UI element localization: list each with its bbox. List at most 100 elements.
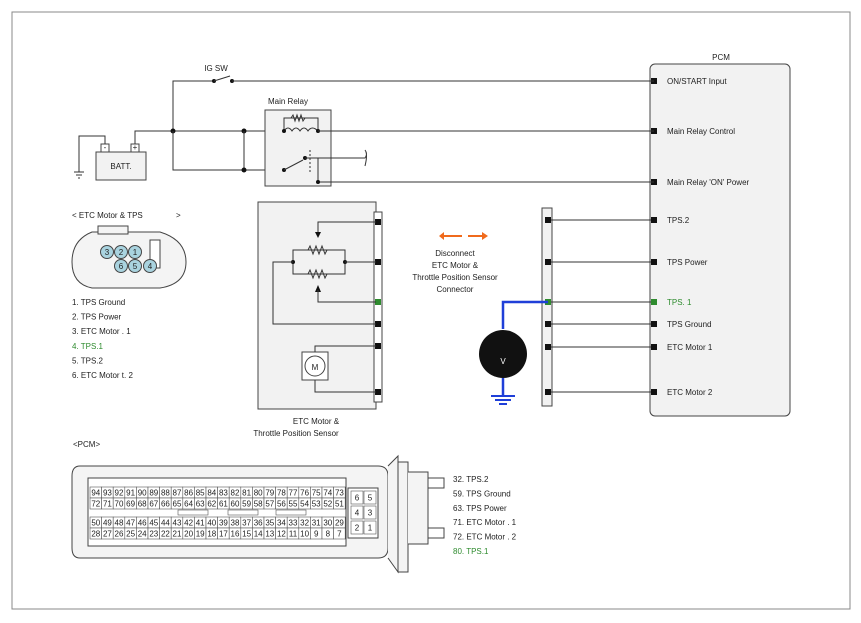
etc-legend-item: 2. TPS Power (72, 313, 122, 322)
pcm-terminal-label: ETC Motor 2 (667, 388, 713, 397)
pcm-power-pin-number: 6 (355, 494, 360, 503)
pcm-pin-number: 71 (103, 500, 112, 509)
pcm-pin-number: 53 (312, 500, 321, 509)
pcm-pin-number: 46 (138, 519, 147, 528)
pcm-pin-number: 15 (242, 530, 251, 539)
pcm-power-pin-number: 3 (368, 509, 373, 518)
pcm-terminal-label: TPS. 1 (667, 298, 692, 307)
sensor-label-2: Throttle Position Sensor (253, 429, 339, 438)
harness-pin (545, 344, 551, 350)
relay-contact (283, 159, 304, 171)
pcm-pin-number: 57 (265, 500, 274, 509)
etc-pin-number: 3 (105, 248, 110, 257)
pcm-pin-number: 80 (254, 489, 263, 498)
pcm-pin-number: 92 (115, 489, 124, 498)
pcm-pin-number: 47 (126, 519, 135, 528)
harness-pin (545, 217, 551, 223)
pcm-pin-number: 28 (91, 530, 100, 539)
pcm-pin-number: 40 (207, 519, 216, 528)
pcm-pin-number: 56 (277, 500, 286, 509)
pcm-pin-cell (333, 527, 346, 540)
pcm-legend-item: 32. TPS.2 (453, 475, 489, 484)
pcm-pin-number: 48 (115, 519, 124, 528)
pcm-pin-number: 35 (265, 519, 274, 528)
pcm-power-pin (350, 520, 364, 535)
main-relay-box (264, 109, 332, 187)
pcm-pin-number: 49 (103, 519, 112, 528)
pcm-pin-number: 19 (196, 530, 205, 539)
pcm-pin-number: 14 (254, 530, 263, 539)
sensor-label-1: ETC Motor & (293, 417, 340, 426)
disconnect-line-3: Throttle Position Sensor (412, 273, 498, 282)
pcm-pin-number: 44 (161, 519, 170, 528)
sensor-pin (375, 389, 381, 395)
pcm-pin-number: 38 (231, 519, 240, 528)
pcm-pin-number: 78 (277, 489, 286, 498)
pcm-pin-number: 86 (184, 489, 193, 498)
pcm-legend-item: 63. TPS Power (453, 504, 507, 513)
pcm-pin-number: 42 (184, 519, 193, 528)
pcm-pin-number: 36 (254, 519, 263, 528)
voltmeter-lead (501, 300, 548, 329)
pcm-pin-number: 50 (91, 519, 100, 528)
pcm-pin-number: 76 (300, 489, 309, 498)
voltmeter (479, 330, 527, 378)
battery (95, 151, 147, 181)
pcm-power-pin (363, 505, 377, 520)
pcm-pin-number: 67 (149, 500, 158, 509)
pcm-pin-number: 82 (231, 489, 240, 498)
pcm-box (649, 63, 791, 417)
pcm-legend-item: 72. ETC Motor . 2 (453, 533, 517, 542)
pcm-pin-number: 79 (265, 489, 274, 498)
pcm-pin-number: 72 (91, 500, 100, 509)
pcm-pin-number: 64 (184, 500, 193, 509)
etc-pin-number: 4 (148, 262, 153, 271)
pcm-pin (651, 344, 657, 350)
etc-sensor-module: M ETC Motor & Throttle Position Sensor (253, 201, 383, 438)
pcm-pin-number: 65 (173, 500, 182, 509)
etc-legend-item: 4. TPS.1 (72, 342, 104, 351)
pcm-pin-cell (333, 497, 346, 510)
pcm-pin-number: 90 (138, 489, 147, 498)
pcm-pin-number: 12 (277, 530, 286, 539)
pcm-pin-number: 81 (242, 489, 251, 498)
pcm-power-pin (363, 490, 377, 505)
pcm-pin (651, 389, 657, 395)
etc-pin (143, 259, 157, 273)
disconnect-line-2: ETC Motor & (432, 261, 479, 270)
pcm-pin (651, 259, 657, 265)
pcm-pin-number: 26 (115, 530, 124, 539)
disconnect-line-1: Disconnect (435, 249, 475, 258)
pcm-power-pin-number: 2 (355, 524, 360, 533)
pcm-pin-number: 85 (196, 489, 205, 498)
pcm-pin-number: 30 (323, 519, 332, 528)
etc-pin-number: 1 (133, 248, 138, 257)
pcm-pin-number: 39 (219, 519, 228, 528)
harness-pin (545, 259, 551, 265)
pcm-pin-number: 59 (242, 500, 251, 509)
pcm-pin-number: 58 (254, 500, 263, 509)
pcm-pin-number: 8 (326, 530, 331, 539)
harness-connector: V (479, 207, 651, 407)
pcm-pin-number: 22 (161, 530, 170, 539)
pcm-pin-number: 63 (196, 500, 205, 509)
pcm-pin-number: 18 (207, 530, 216, 539)
batt-minus: - (104, 143, 107, 152)
pcm-pin (651, 299, 657, 305)
pcm-pin-number: 60 (231, 500, 240, 509)
pcm-pin-number: 94 (91, 489, 100, 498)
sensor-pin (375, 321, 381, 327)
motor-label: M (312, 363, 319, 372)
power-wiring: IG SW BATT. - + Main Relay (74, 64, 654, 187)
pcm-pin-number: 10 (300, 530, 309, 539)
pcm-pin-number: 52 (323, 500, 332, 509)
disconnect-line-4: Connector (437, 285, 474, 294)
pcm-pin-number: 29 (335, 519, 344, 528)
batt-label: BATT. (110, 162, 131, 171)
etc-pin (128, 259, 142, 273)
sensor-pin (375, 299, 381, 305)
disconnect-arrows (482, 232, 488, 240)
pcm-pin-number: 88 (161, 489, 170, 498)
pcm-terminal-label: ETC Motor 1 (667, 343, 713, 352)
